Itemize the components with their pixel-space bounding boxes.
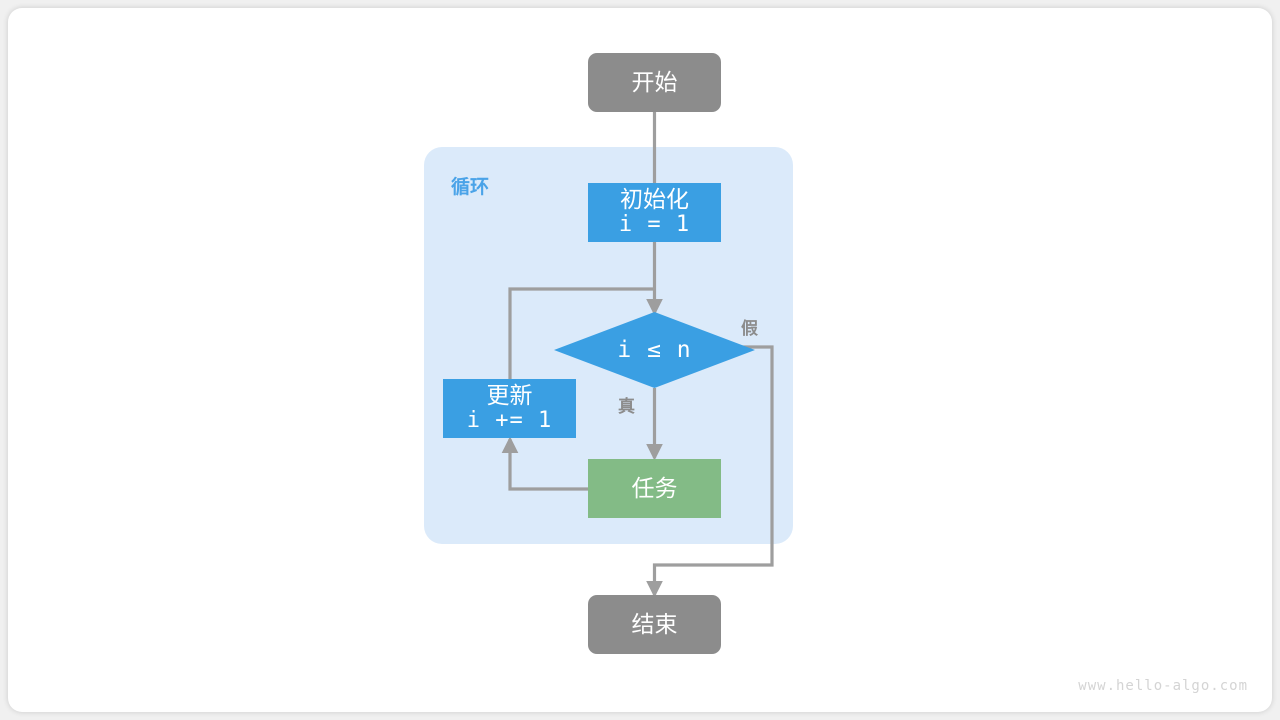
node-task-label: 任务 [631,474,678,501]
loop-region-label: 循环 [451,177,490,198]
node-init-code: i = 1 [618,212,691,238]
edge-label-false: 假 [741,319,758,338]
node-update-code: i += 1 [466,408,553,434]
node-task[interactable]: 任务 [588,459,721,518]
diagram-canvas: 循环 开始 初始化 i = 1 i ≤ [8,8,1272,712]
flowchart-stage: 循环 开始 初始化 i = 1 i ≤ [8,8,1272,712]
node-update[interactable]: 更新 i += 1 [443,379,576,438]
node-start[interactable]: 开始 [588,53,721,112]
site-watermark: www.hello-algo.com [1078,678,1248,694]
node-condition-label: i ≤ n [617,337,692,363]
node-condition[interactable]: i ≤ n [554,312,755,388]
node-end-label: 结束 [631,610,678,637]
node-init[interactable]: 初始化 i = 1 [588,183,721,242]
node-start-label: 开始 [631,68,678,95]
node-end[interactable]: 结束 [588,595,721,654]
node-init-label: 初始化 [620,186,689,213]
node-update-label: 更新 [486,382,533,409]
edge-label-true: 真 [618,397,635,416]
